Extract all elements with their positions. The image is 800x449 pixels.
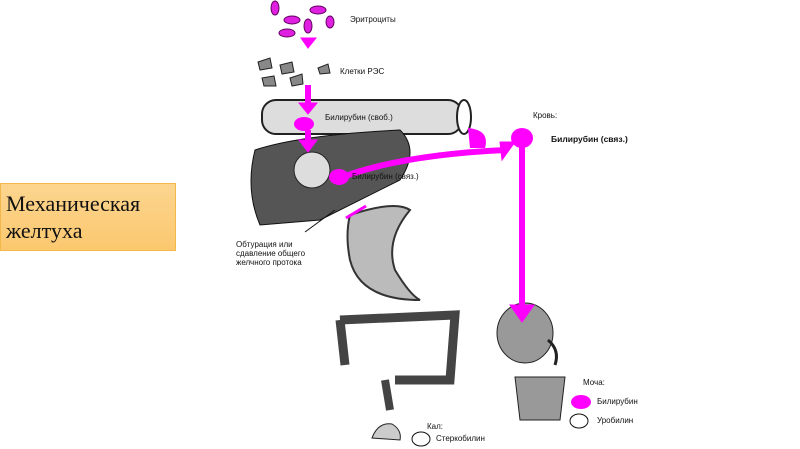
bilirubin-bound-blood-label: Билирубин (связ.) <box>551 134 628 144</box>
bound-bilirubin-blood-dot <box>511 128 533 148</box>
feces-illustration <box>371 423 401 441</box>
urine-urobilin-label: Уробилин <box>597 416 634 425</box>
urine-label: Моча: <box>583 378 605 387</box>
obstruction-label: Обтурация или сдавление общего желчного … <box>236 240 306 267</box>
free-bilirubin-dot <box>294 117 314 131</box>
res-cells-illustration <box>257 57 331 87</box>
urobilin-marker <box>569 413 589 429</box>
bound-bilirubin-liver-dot <box>329 169 349 185</box>
stercobilin-label: Стеркобилин <box>436 434 485 443</box>
intestine-illustration <box>335 205 460 411</box>
erythrocytes-label: Эритроциты <box>350 15 396 24</box>
urine-bilirubin-marker <box>571 395 591 409</box>
slide-title: Механическая желтуха <box>0 183 176 251</box>
res-cells-label: Клетки РЭС <box>340 67 385 76</box>
vessel-outflow-drop <box>468 128 486 148</box>
erythrocytes-illustration <box>270 0 335 38</box>
urine-glass-illustration <box>514 376 566 421</box>
obstruction-pointer <box>304 209 336 233</box>
bilirubin-bound-liver-label: Билирубин (связ.) <box>352 172 419 181</box>
feces-label: Кал: <box>427 422 443 431</box>
blood-label: Кровь: <box>533 111 558 120</box>
urine-bilirubin-label: Билирубин <box>597 397 638 406</box>
bilirubin-free-label: Билирубин (своб.) <box>325 113 393 122</box>
arrows <box>297 37 535 323</box>
stercobilin-marker <box>411 431 431 447</box>
